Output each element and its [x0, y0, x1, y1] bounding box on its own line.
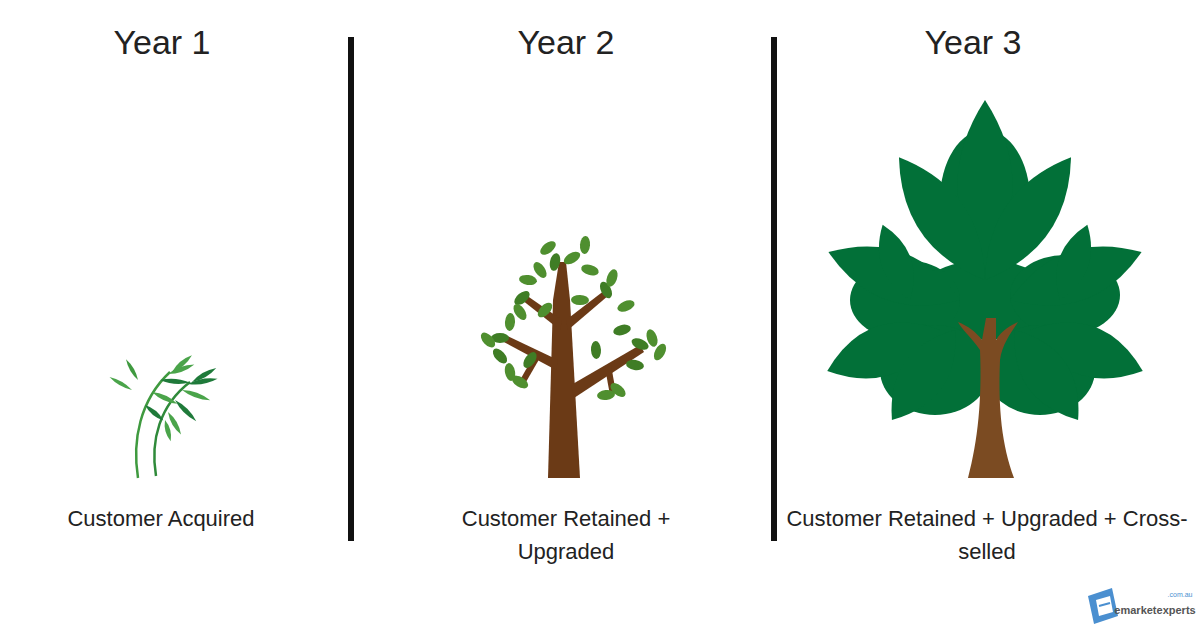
- tree-leaves: [478, 236, 668, 401]
- year-heading: Year 2: [466, 23, 666, 62]
- logo-mark: [1088, 588, 1118, 624]
- watermark: emarketexperts: [1113, 604, 1197, 617]
- stage-caption: Customer Retained + Upgraded: [435, 502, 697, 568]
- stage-caption: Customer Acquired: [21, 502, 301, 535]
- column-divider: [771, 37, 777, 541]
- seedling-icon: [108, 353, 217, 478]
- young-tree: [500, 262, 644, 478]
- watermark: .com.au: [1163, 591, 1197, 599]
- year-heading: Year 1: [62, 23, 262, 62]
- stage-caption: Customer Retained + Upgraded + Cross-sel…: [777, 502, 1197, 568]
- column-divider: [348, 37, 354, 541]
- year-heading: Year 3: [873, 23, 1073, 62]
- grown-tree: [958, 318, 1018, 478]
